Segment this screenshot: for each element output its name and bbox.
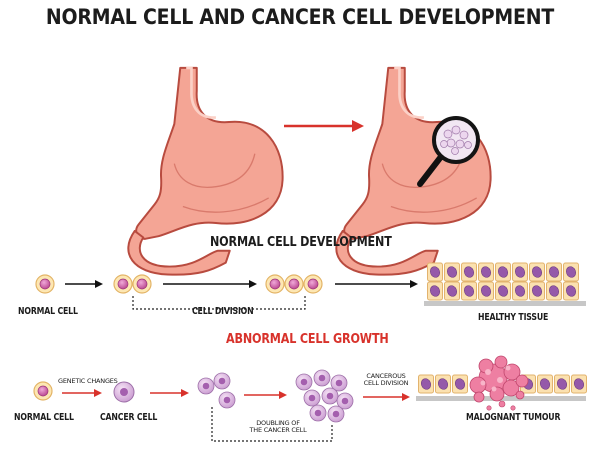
abnormal-normal-cell: [33, 381, 53, 401]
abnormal-section-heading: ABNORMAL CELL GROWTH: [226, 332, 389, 347]
label-genetic-changes: GENETIC CHANGES: [58, 377, 118, 385]
label-malignant-tumour: MALOGNANT TUMOUR: [466, 412, 561, 423]
healthy-tissue: [424, 262, 586, 306]
stomach-cancer-illustration: [335, 66, 492, 276]
cancer-cell: [113, 381, 135, 403]
label-normal-cell: NORMAL CELL: [18, 306, 78, 317]
label-doubling-line2: THE CANCER CELL: [249, 426, 307, 435]
doubling-cancer-cells: [197, 372, 236, 409]
label-abnormal-normal-cell: NORMAL CELL: [14, 412, 74, 423]
dividing-cells-2: [113, 274, 152, 294]
normal-section-heading: NORMAL CELL DEVELOPMENT: [210, 235, 392, 250]
label-cancer-cell: CANCER CELL: [100, 412, 158, 423]
magnifier-icon: [417, 116, 480, 187]
doubling-bracket: [211, 407, 333, 442]
label-healthy-tissue: HEALTHY TISSUE: [478, 312, 549, 323]
label-doubling-line1: DOUBLING OF: [256, 419, 300, 427]
cancer-cell-cluster: [295, 369, 354, 423]
malignant-tumour: [416, 355, 587, 411]
stomach-transition-arrow: [284, 120, 364, 132]
label-cancerous-division: CANCEROUS CELL DIVISION: [360, 372, 412, 388]
dividing-cells-4: [265, 274, 323, 294]
label-cancerous-line1: CANCEROUS: [366, 372, 406, 380]
normal-cell: [35, 274, 55, 294]
label-doubling: DOUBLING OF THE CANCER CELL: [238, 419, 318, 435]
label-cancerous-line2: CELL DIVISION: [363, 379, 409, 388]
label-cell-division: CELL DIVISION: [192, 306, 254, 317]
page-title: NORMAL CELL AND CANCER CELL DEVELOPMENT: [45, 5, 555, 29]
stomach-normal-illustration: [127, 66, 284, 276]
